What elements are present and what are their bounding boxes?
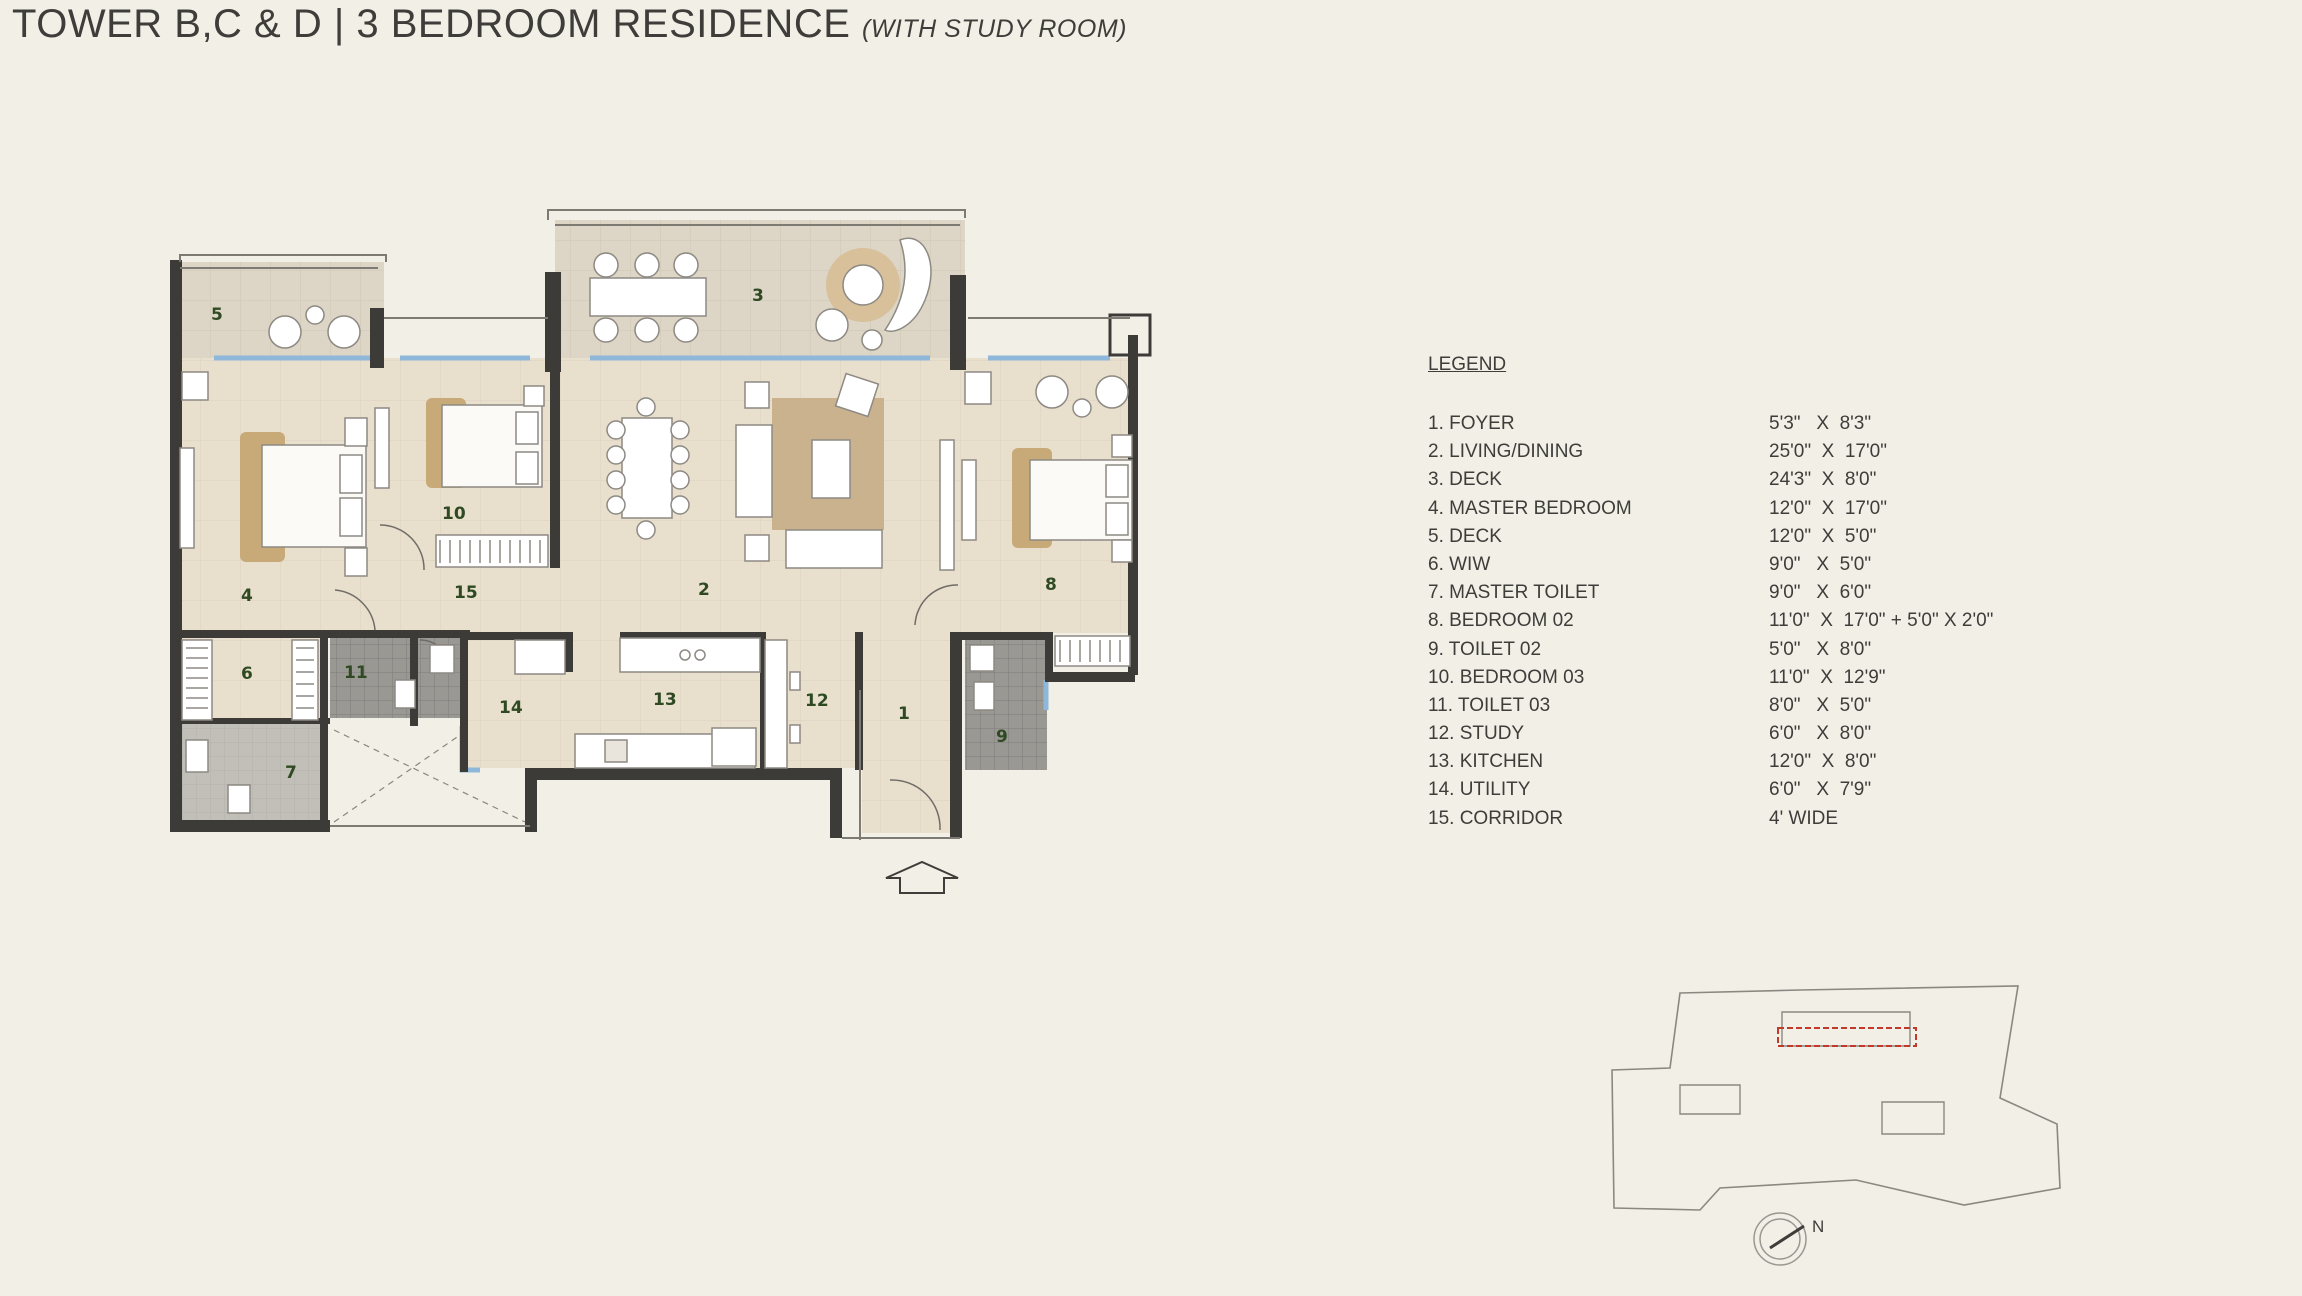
legend-item: 14. UTILITY 6'0" X 7'9"	[1428, 776, 2128, 804]
highlighted-tower	[1777, 1027, 1917, 1047]
room-label-5: 5	[211, 305, 223, 325]
legend-item-dimension: 8'0" X 5'0"	[1769, 694, 1872, 716]
open-to-sky-area	[333, 729, 526, 823]
legend-item: 7. MASTER TOILET 9'0" X 6'0"	[1428, 579, 2128, 607]
legend-item: 6. WIW 9'0" X 5'0"	[1428, 551, 2128, 579]
legend-item-name: 8. BEDROOM 02	[1428, 610, 1574, 632]
glazing-lines	[214, 355, 1110, 773]
legend-item-name: 12. STUDY	[1428, 723, 1525, 745]
room-label-10: 10	[442, 504, 466, 524]
deck-railings	[179, 209, 1130, 840]
room-label-4: 4	[241, 586, 253, 606]
legend-item-dimension: 6'0" X 7'9"	[1769, 779, 1872, 801]
legend-item: 2. LIVING/DINING 25'0" X 17'0"	[1428, 438, 2128, 466]
door-swings	[334, 524, 959, 831]
room-label-6: 6	[241, 664, 253, 684]
legend-item: 10. BEDROOM 03 11'0" X 12'9"	[1428, 664, 2128, 692]
legend-item: 4. MASTER BEDROOM 12'0" X 17'0"	[1428, 495, 2128, 523]
legend-item-name: 3. DECK	[1428, 469, 1502, 491]
room-label-15: 15	[454, 583, 478, 603]
legend-item-name: 14. UTILITY	[1428, 779, 1531, 801]
tower-footprints	[1679, 1011, 1945, 1135]
legend-item-dimension: 4' WIDE	[1769, 807, 1839, 829]
legend-item-name: 1. FOYER	[1428, 413, 1515, 434]
title-main: TOWER B,C & D | 3 BEDROOM RESIDENCE	[12, 2, 851, 46]
legend-item-dimension: 12'0" X 17'0"	[1769, 497, 1887, 519]
room-label-12: 12	[805, 691, 829, 711]
legend-list: 1. FOYER 5'3" X 8'3" 2. LIVING/DINING 25'0"…	[1428, 410, 2128, 833]
compass-icon	[1753, 1212, 1807, 1266]
up-arrow-icon	[885, 860, 959, 894]
room-label-11: 11	[344, 663, 368, 683]
legend-item-dimension: 24'3" X 8'0"	[1769, 469, 1877, 491]
room-label-13: 13	[653, 690, 677, 710]
room-label-14: 14	[499, 698, 523, 718]
page-title: TOWER B,C & D | 3 BEDROOM RESIDENCE (WIT…	[12, 2, 1127, 47]
legend-item-dimension: 9'0" X 5'0"	[1769, 553, 1872, 575]
legend-item: 13. KITCHEN 12'0" X 8'0"	[1428, 748, 2128, 776]
legend-item-name: 10. BEDROOM 03	[1428, 666, 1585, 688]
legend-item-name: 13. KITCHEN	[1428, 751, 1544, 773]
legend-item-dimension: 12'0" X 8'0"	[1769, 751, 1877, 773]
legend-item-dimension: 6'0" X 8'0"	[1769, 723, 1872, 745]
north-label: N	[1812, 1217, 1824, 1236]
legend-item-dimension: 11'0" X 17'0" + 5'0" X 2'0"	[1769, 610, 1994, 632]
room-labels: 1 2 3 4 5 6 7 8 9 10 11 12 13 14 15	[211, 286, 1057, 783]
site-outline	[1611, 985, 2061, 1211]
legend-item: 9. TOILET 02 5'0" X 8'0"	[1428, 636, 2128, 664]
title-subtitle: (WITH STUDY ROOM)	[862, 15, 1127, 43]
legend-item-dimension: 5'3" X 8'3"	[1769, 413, 1872, 434]
legend-item-name: 5. DECK	[1428, 525, 1502, 547]
legend-item: 15. CORRIDOR 4' WIDE	[1428, 805, 2128, 833]
legend-item-name: 15. CORRIDOR	[1428, 807, 1564, 829]
legend-item: 11. TOILET 03 8'0" X 5'0"	[1428, 692, 2128, 720]
legend: LEGEND 1. FOYER 5'3" X 8'3" 2. LIVING/DINI…	[1428, 354, 2128, 833]
legend-item: 3. DECK 24'3" X 8'0"	[1428, 466, 2128, 494]
legend-item-name: 4. MASTER BEDROOM	[1428, 497, 1632, 519]
legend-item: 12. STUDY 6'0" X 8'0"	[1428, 720, 2128, 748]
room-label-9: 9	[996, 727, 1008, 747]
room-label-3: 3	[752, 286, 764, 306]
legend-item: 5. DECK 12'0" X 5'0"	[1428, 523, 2128, 551]
legend-item: 1. FOYER 5'3" X 8'3"	[1428, 410, 2128, 438]
legend-item-dimension: 5'0" X 8'0"	[1769, 638, 1872, 660]
legend-item-dimension: 12'0" X 5'0"	[1769, 525, 1877, 547]
legend-item-dimension: 9'0" X 6'0"	[1769, 582, 1872, 604]
legend-item-name: 6. WIW	[1428, 553, 1491, 575]
legend-item-name: 9. TOILET 02	[1428, 638, 1542, 660]
room-label-1: 1	[898, 704, 910, 724]
legend-item: 8. BEDROOM 02 11'0" X 17'0" + 5'0" X 2'0"	[1428, 607, 2128, 635]
legend-title: LEGEND	[1428, 354, 1507, 375]
legend-item-name: 11. TOILET 03	[1428, 694, 1551, 716]
legend-item-name: 2. LIVING/DINING	[1428, 441, 1584, 463]
room-label-8: 8	[1045, 575, 1057, 595]
legend-item-name: 7. MASTER TOILET	[1428, 582, 1600, 604]
room-label-7: 7	[285, 763, 297, 783]
legend-item-dimension: 11'0" X 12'9"	[1769, 666, 1886, 688]
floor-plan: 1 2 3 4 5 6 7 8 9 10 11 12 13 14 15	[170, 209, 1152, 894]
furniture	[179, 237, 1133, 814]
room-label-2: 2	[698, 580, 710, 600]
legend-item-dimension: 25'0" X 17'0"	[1769, 441, 1887, 463]
